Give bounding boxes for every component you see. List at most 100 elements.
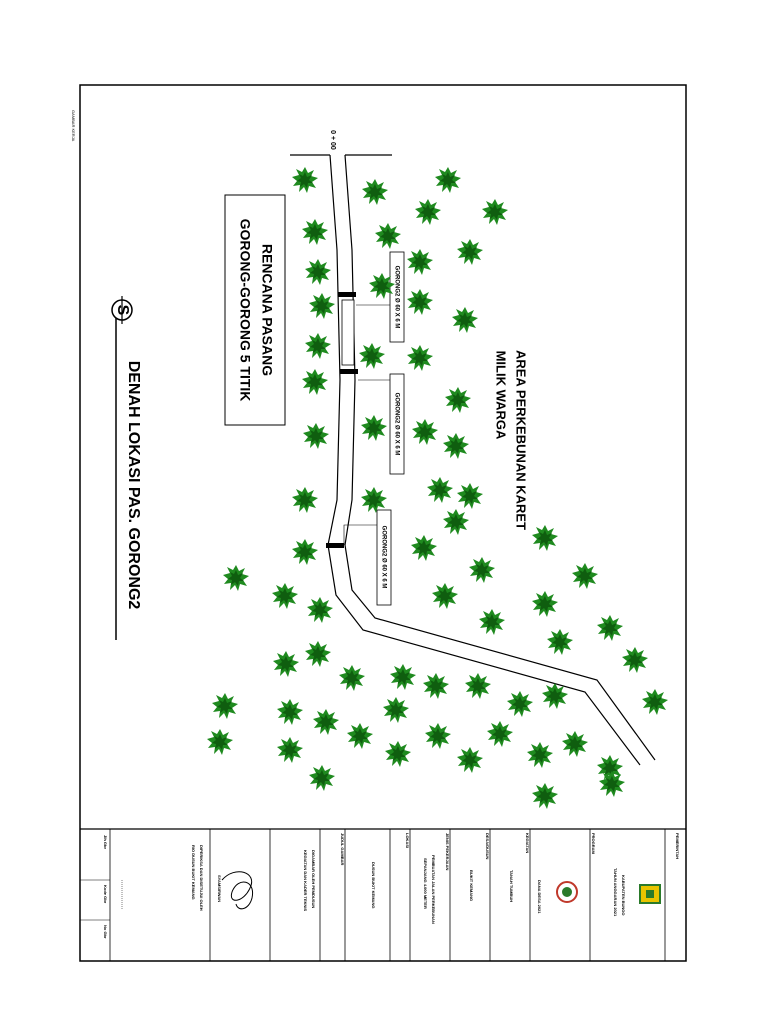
tree-icon — [457, 239, 483, 265]
plan-note-box — [224, 194, 286, 426]
area-label-line2: MILIK WARGA — [494, 351, 509, 440]
plan-note-line1: RENCANA PASANG — [259, 244, 275, 376]
corner-note: GAMBAR KERJA — [71, 110, 76, 142]
tb-jml-label: Jlh Gbr — [103, 835, 108, 849]
tree-icon — [482, 199, 508, 225]
tree-icon — [302, 369, 328, 395]
tree-icon — [435, 167, 461, 193]
tree-icon — [411, 535, 437, 561]
tree-icon — [532, 525, 558, 551]
tb-program-value: DANA DESA 2021 — [537, 880, 542, 914]
tree-icon — [383, 697, 409, 723]
tb-kabupaten-2: TAHUN ANGGARAN 2021 — [613, 868, 618, 917]
tb-jenis-value-1: PEMBUATAN JALAN PERKEBUNAN — [431, 855, 436, 924]
title-block: PEMERINTAH KABUPATEN BUNGO TAHUN ANGGARA… — [80, 829, 680, 961]
tree-icon — [207, 729, 233, 755]
tree-icon — [542, 683, 568, 709]
tb-program-label: PROGRAM — [591, 833, 596, 855]
tree-icon — [547, 629, 573, 655]
tree-icon — [359, 343, 385, 369]
tb-kegiatan-label: KEGIATAN — [525, 833, 530, 853]
tree-icon — [362, 179, 388, 205]
tree-icon — [407, 249, 433, 275]
culvert-markers — [326, 292, 392, 548]
tree-icon — [361, 415, 387, 441]
tb-lokasi-label: LOKASI — [405, 833, 410, 848]
tree-icon — [572, 563, 598, 589]
tree-icon — [427, 477, 453, 503]
chainage-label: 0 + 00 — [329, 130, 336, 150]
tb-lokasi-value: DUSUN BUKIT KEMANG — [371, 862, 376, 908]
culvert-text-1: GORONG2 Ø 60 X 6 M — [393, 266, 399, 329]
culvert-label-3: GORONG2 Ø 60 X 6 M — [376, 509, 392, 606]
tree-icon — [339, 665, 365, 691]
tree-icon — [457, 483, 483, 509]
tree-icon — [622, 647, 648, 673]
tb-desa-label: DESA/DUSUN — [485, 833, 490, 860]
tree-icon — [347, 723, 373, 749]
road-edge-left — [327, 154, 641, 766]
tree-icon — [642, 689, 668, 715]
tb-judul-label: JUDUL GAMBAR — [340, 833, 345, 865]
tb-jenis-value-2: SEPANJANG 4.000 METER — [423, 858, 428, 909]
village-seal-icon — [556, 881, 578, 903]
svg-text:S: S — [114, 305, 131, 316]
tree-icon — [375, 223, 401, 249]
tree-icon — [223, 565, 249, 591]
culvert-3 — [326, 543, 344, 548]
tree-icon — [407, 289, 433, 315]
tree-icon — [457, 747, 483, 773]
tree-icon — [212, 693, 238, 719]
tree-icon — [305, 641, 331, 667]
tree-icon — [309, 765, 335, 791]
outer-border — [79, 84, 687, 962]
tree-icon — [277, 699, 303, 725]
tree-icon — [305, 333, 331, 359]
tb-diperiksa-2: RIO DUSUN BUKIT KEMANG — [191, 845, 196, 900]
signature-icon — [221, 871, 254, 910]
tree-icon — [425, 723, 451, 749]
tb-signature-name: SYAMSIRWAN — [217, 875, 222, 902]
tree-icon — [423, 673, 449, 699]
tb-jenis-label: JENIS PEKERJAAN — [445, 833, 450, 870]
culvert-1 — [338, 292, 356, 297]
regency-logo-icon — [639, 884, 661, 904]
tree-icon — [292, 167, 318, 193]
tree-icon — [532, 783, 558, 809]
north-symbol-icon: S — [111, 296, 133, 324]
tree-icon — [305, 259, 331, 285]
tb-digambar-2: KEGIATAN DAN KADER TEKNIS — [303, 850, 308, 912]
plan-note-line2: GORONG-GORONG 5 TITIK — [237, 219, 253, 402]
tree-icon — [445, 387, 471, 413]
tb-kode-label: Kode Gbr — [103, 885, 108, 904]
area-label-line1: AREA PERKEBUNAN KARET — [514, 350, 529, 530]
tree-icon — [527, 742, 553, 768]
tree-icon — [361, 487, 387, 513]
tree-icon — [412, 419, 438, 445]
tree-icon — [302, 219, 328, 245]
tree-icon — [277, 737, 303, 763]
tree-icon — [452, 307, 478, 333]
tree-icon — [273, 651, 299, 677]
tree-icon — [385, 741, 411, 767]
tree-icon — [432, 583, 458, 609]
tree-icon — [272, 583, 298, 609]
culvert-text-2: GORONG2 Ø 60 X 6 M — [393, 393, 399, 456]
tree-icon — [309, 293, 335, 319]
tb-pemerintah: PEMERINTAH — [675, 833, 680, 859]
tree-icon — [465, 673, 491, 699]
tree-icon — [390, 664, 416, 690]
tb-digambar-1: DIGAMBAR OLEH PEMDUSUN — [311, 850, 316, 908]
tree-icon — [292, 487, 318, 513]
culvert-label-2: GORONG2 Ø 60 X 6 M — [389, 373, 405, 475]
tree-icon — [599, 771, 625, 797]
tree-icon — [562, 731, 588, 757]
culvert-label-1: GORONG2 Ø 60 X 6 M — [389, 251, 405, 343]
tree-icon — [507, 691, 533, 717]
tb-no-label: No Gbr — [103, 925, 108, 939]
tree-icon — [313, 709, 339, 735]
tree-icon — [303, 423, 329, 449]
tree-icon — [597, 615, 623, 641]
tree-icon — [443, 509, 469, 535]
